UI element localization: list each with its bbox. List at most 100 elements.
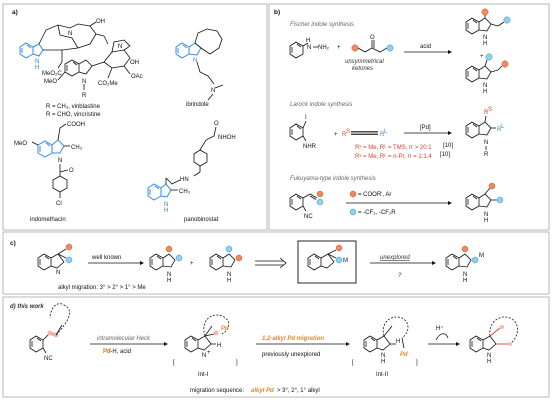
indomethacin-cl: Cl [56, 201, 62, 207]
c-p3-h: H [463, 278, 467, 284]
fischer-ketones-line2: ketones [352, 66, 373, 72]
larock-ref-2: [10] [440, 152, 450, 158]
vinca-n-upper: N [68, 31, 72, 37]
c-unexplored: unexplored [380, 255, 410, 261]
c-p1-h: H [167, 278, 171, 284]
fischer-ketone-o: O [370, 35, 375, 41]
c-boxed-intermediate [297, 240, 357, 284]
fukuyama-nc: NC [304, 214, 313, 220]
c-arrowhead-2 [432, 261, 436, 265]
fischer-nh2: NH₂ [318, 45, 330, 51]
c-product-3: M N H [445, 245, 484, 284]
fischer-product-2: N H [465, 53, 509, 95]
ibrindole-n: N [193, 58, 197, 64]
indomethacin-meo: MeO [14, 141, 27, 147]
vinca-h-blue: H [35, 65, 39, 71]
fischer-phenylhydrazine: H N NH₂ [289, 38, 330, 59]
d-int1-n: N [202, 353, 206, 359]
c-boxed-structure: M [307, 244, 348, 271]
larock-i: I [305, 115, 307, 121]
d-prev-unexplored: previously unexplored [262, 352, 320, 358]
vinca-r-label: R [82, 93, 87, 99]
larock-rl-sup: L [384, 129, 388, 135]
panel-d-label: d) this work [10, 304, 44, 310]
vinca-oac-label: OAc [131, 74, 143, 80]
d-int1-h: H [217, 343, 221, 349]
d-seq-prefix: migration sequence: [190, 388, 244, 394]
d-int1-label: Int-I [198, 372, 209, 378]
d-migration-label: 1,2-alkyl Pd migration [262, 336, 324, 342]
c-plus: + [190, 261, 194, 267]
fischer-product-plus: + [480, 54, 484, 60]
d-int1-bracket-right: ] [236, 360, 238, 366]
larock-rs-sup: S [346, 129, 350, 135]
d-pd-h-highlight: Pd [103, 349, 111, 355]
d-int2-structure: N H H Pd [363, 316, 409, 365]
fischer-p2-nh: N [483, 83, 487, 89]
c-product-1: N H [149, 245, 183, 284]
spiroindolenine-c: N [37, 243, 73, 276]
panobinostat-o: O [214, 121, 219, 127]
vinca-co2me-label: CO₂Me [98, 81, 118, 87]
panel-a-frame [2, 3, 268, 231]
indomethacin-cooh: COOH [67, 122, 85, 128]
d-pd-h-acid: Pd-H, acid [103, 349, 131, 355]
fischer-ketone: O [351, 35, 394, 53]
panel-b-frame [268, 3, 550, 231]
vincristine-caption: R = CHO, vincristine [46, 112, 101, 118]
d-int2-pd: Pd [400, 352, 408, 358]
fischer-plus: + [337, 45, 341, 51]
c-product-2: N H [209, 245, 243, 284]
vinca-oh-label: OH [96, 19, 105, 25]
c-p1-n: N [167, 272, 171, 278]
indomethacin-structure: N COOH CH₃ MeO O Cl [14, 122, 85, 207]
d-int2-n: N [381, 353, 385, 359]
fischer-p1-h: H [483, 41, 487, 47]
d-product-n: N [487, 353, 491, 359]
d-arrowhead-1 [164, 342, 168, 346]
c-arrowhead-1 [140, 261, 144, 265]
d-int1-plus: + [207, 350, 211, 356]
fischer-p1-nh: N [483, 35, 487, 41]
d-int2-label: Int-II [376, 372, 388, 378]
d-curved-arrow [435, 333, 449, 341]
fukuyama-substrate: NC [289, 190, 324, 220]
d-int1-bracket-left: [ [173, 360, 175, 366]
fukuyama-orange-legend [349, 190, 357, 198]
larock-prod-rl: R [497, 127, 502, 133]
c-retro-arrowhead [279, 257, 287, 269]
larock-iodoaniline: I NHR [289, 115, 317, 150]
d-product: N H [469, 316, 518, 365]
vinca-meo2c-label: MeO₂C [42, 71, 62, 77]
fukuyama-orange-text: = COOR', Ar [358, 192, 391, 198]
larock-pd: [Pd] [420, 125, 431, 131]
d-substrate: NC [29, 303, 70, 362]
c-p2-h: H [227, 278, 231, 284]
d-int1-pd: Pd [221, 326, 229, 332]
indomethacin-ch3: CH₃ [71, 145, 83, 151]
fukuyama-prod-h: H [484, 218, 488, 224]
vinca-meo-label: MeO [44, 79, 57, 85]
panobinostat-h: H [164, 208, 168, 214]
fukuyama-arrowhead [448, 201, 452, 205]
larock-nhr: NHR [303, 144, 317, 150]
panobinostat-structure: O NHOH HN CH₃ N H [147, 121, 236, 214]
d-int2-h: H [396, 339, 400, 345]
panobinostat-hn: HN [180, 177, 189, 183]
d-nc: NC [44, 356, 53, 362]
larock-arrowhead [448, 131, 452, 135]
d-arrowhead-3 [456, 342, 460, 346]
vinca-nh-blue: N [35, 59, 39, 65]
d-seq-suffix: > 3°, 2°, 1° alkyl [277, 388, 320, 394]
d-seq-highlight: alkyl Pd [251, 388, 274, 394]
larock-title: Larock indole synthesis [290, 102, 352, 108]
ibrindole-n-amine: N [211, 88, 215, 94]
larock-product: R S R L N R [465, 107, 505, 158]
ibrindole-caption: ibrindole [186, 102, 209, 108]
larock-ref-1: [10] [443, 143, 453, 149]
fukuyama-prod-n: N [484, 212, 488, 218]
larock-plus: + [334, 132, 338, 138]
larock-rl: R [380, 132, 385, 138]
indomethacin-n: N [58, 158, 62, 164]
